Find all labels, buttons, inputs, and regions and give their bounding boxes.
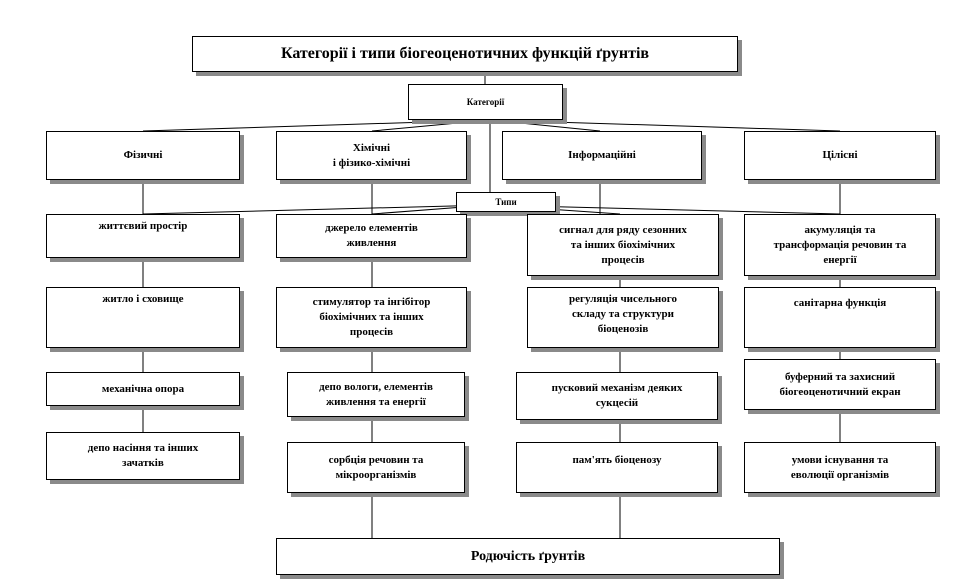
type-buffer-screen: буферний та захисний біогеоценотичний ек…	[744, 359, 936, 410]
type-stimulator-inhibitor: стимулятор та інгібітор біохімічних та і…	[276, 287, 467, 348]
type-living-space: життєвий простір	[46, 214, 240, 258]
type-shelter: житло і сховище	[46, 287, 240, 348]
soil-fertility: Родючість ґрунтів	[276, 538, 780, 575]
types-label: Типи	[456, 192, 556, 212]
type-regulation: регуляція чисельного складу та структури…	[527, 287, 719, 348]
type-sanitary-function: санітарна функція	[744, 287, 936, 348]
type-succession-trigger: пусковий механізм деяких сукцесій	[516, 372, 718, 420]
type-seasonal-signal: сигнал для ряду сезонних та інших біохім…	[527, 214, 719, 276]
category-integral: Цілісні	[744, 131, 936, 180]
type-nutrient-source: джерело елементів живлення	[276, 214, 467, 258]
categories-label: Категорії	[408, 84, 563, 120]
category-chemical: Хімічні і фізико-хімічні	[276, 131, 467, 180]
type-biocenosis-memory: пам'ять біоценозу	[516, 442, 718, 493]
category-informational: Інформаційні	[502, 131, 702, 180]
type-existence-evolution: умови існування та еволюції організмів	[744, 442, 936, 493]
diagram-title: Категорії і типи біогеоценотичних функці…	[192, 36, 738, 72]
type-seed-depot: депо насіння та інших зачатків	[46, 432, 240, 480]
type-sorption: сорбція речовин та мікроорганізмів	[287, 442, 465, 493]
type-accumulation: акумуляція та трансформація речовин та е…	[744, 214, 936, 276]
category-physical: Фізичні	[46, 131, 240, 180]
type-moisture-depot: депо вологи, елементів живлення та енерг…	[287, 372, 465, 417]
type-mechanical-support: механічна опора	[46, 372, 240, 406]
